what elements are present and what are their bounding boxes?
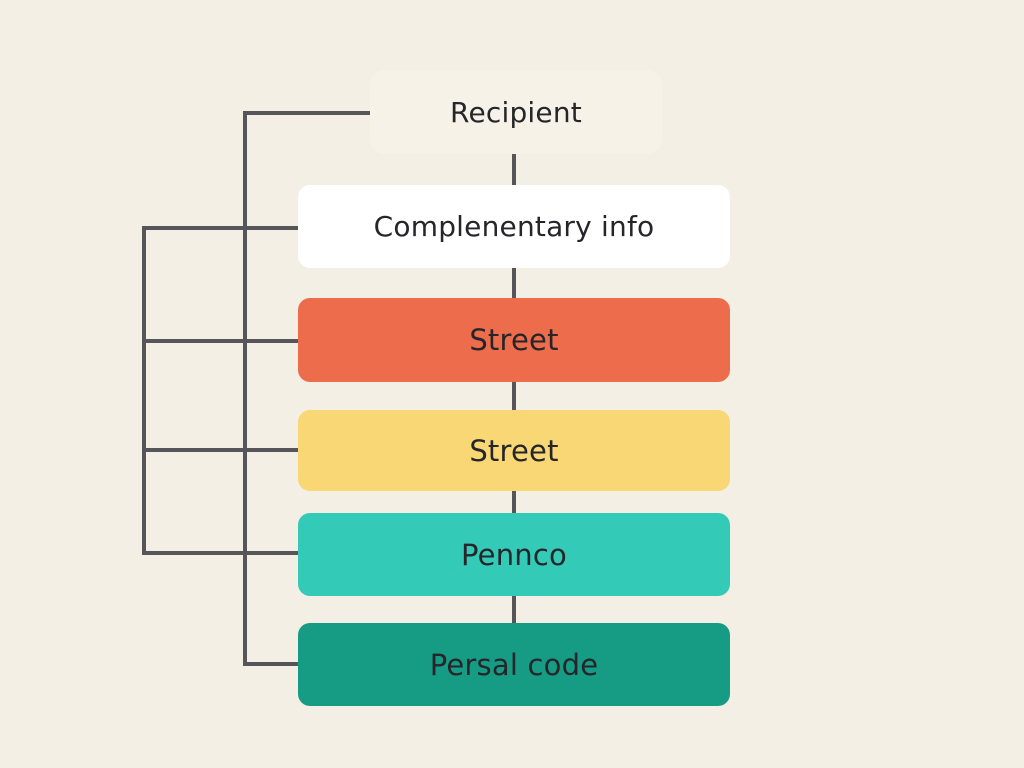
bracket-outer bbox=[243, 111, 378, 666]
postal-code-node: Persal code bbox=[298, 623, 730, 706]
recipient-node: Recipient bbox=[370, 70, 662, 154]
postal-code-label: Persal code bbox=[429, 647, 599, 682]
complementary-info-label: Complenentary info bbox=[373, 210, 655, 243]
street-label-orange: Street bbox=[469, 323, 559, 357]
recipient-label: Recipient bbox=[450, 95, 582, 129]
pennco-label: Pennco bbox=[461, 537, 567, 572]
street-label-yellow: Street bbox=[469, 433, 559, 468]
complementary-info-node: Complenentary info bbox=[298, 185, 730, 268]
street-node-orange: Street bbox=[298, 298, 730, 382]
bracket-inner bbox=[142, 226, 300, 555]
pennco-node: Pennco bbox=[298, 513, 730, 596]
street-node-yellow: Street bbox=[298, 410, 730, 491]
